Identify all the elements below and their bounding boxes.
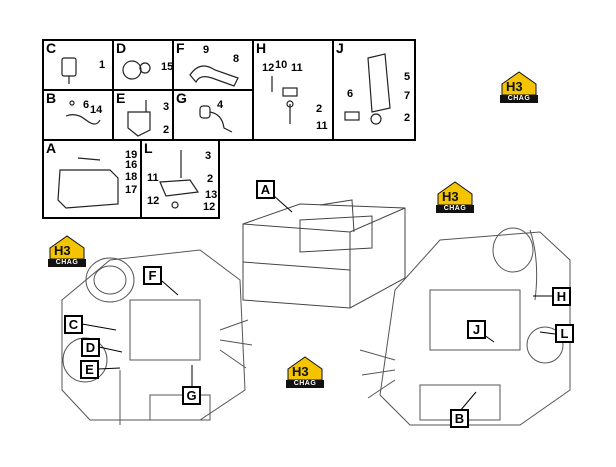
part-number: 11 [291, 62, 303, 74]
legend-cell-l: L 3 11 2 13 12 12 [141, 140, 219, 218]
callout-e: E [80, 360, 99, 379]
callout-j: J [467, 320, 486, 339]
legend-cell-c: C 1 [43, 40, 113, 90]
part-number: 6 [83, 99, 90, 111]
part-number: 15 [161, 61, 174, 73]
part-number: 2 [207, 173, 214, 185]
part-number: 2 [163, 124, 170, 136]
watermark-logo: H3 CHAG [48, 234, 86, 268]
part-number: 8 [233, 53, 240, 65]
part-number: 9 [203, 44, 210, 56]
part-number: 4 [217, 99, 224, 111]
logo-brand: CHAG [48, 259, 86, 267]
callout-a: A [256, 180, 275, 199]
part-number: 19 [125, 149, 138, 161]
cell-letter: C [46, 40, 57, 56]
part-number: 1 [99, 59, 106, 71]
cell-letter: D [116, 40, 127, 56]
cell-letter: F [176, 40, 185, 56]
logo-brand: CHAG [286, 380, 324, 388]
cell-letter: E [116, 90, 126, 106]
part-number: 3 [163, 101, 170, 113]
cell-letter: G [176, 90, 187, 106]
part-number: 12 [147, 195, 160, 207]
callout-b: B [450, 409, 469, 428]
legend-cell-g: G 4 [173, 90, 253, 140]
part-number: 16 [125, 159, 138, 171]
logo-house-icon [437, 181, 473, 206]
legend-cell-b: B 6 14 [43, 90, 113, 140]
legend-cell-h: H 12 10 11 2 11 [253, 40, 333, 140]
part-number: 14 [90, 104, 103, 116]
part-number: 3 [205, 150, 212, 162]
legend-cell-f: F 9 8 [173, 40, 253, 90]
part-number: 13 [205, 189, 218, 201]
cell-letter: L [144, 140, 153, 156]
watermark-logo: H3 CHAG [500, 70, 538, 104]
callout-g: G [182, 386, 201, 405]
callout-c: C [64, 315, 83, 334]
legend-cell-e: E 3 2 [113, 90, 173, 140]
logo-mark: H3 [54, 243, 71, 258]
logo-mark: H3 [442, 189, 459, 204]
logo-brand: CHAG [436, 205, 474, 213]
part-number: 11 [316, 120, 328, 132]
part-number: 12 [203, 201, 216, 213]
part-number: 5 [404, 71, 411, 83]
part-number: 11 [147, 172, 159, 184]
part-number: 18 [125, 171, 138, 183]
cell-letter: A [46, 140, 57, 156]
callout-d: D [81, 338, 100, 357]
part-number: 17 [125, 184, 138, 196]
cell-letter: J [336, 40, 344, 56]
legend-cell-a: A 19 16 18 17 [43, 140, 141, 218]
callout-l: L [555, 324, 574, 343]
watermark-logo: H3 CHAG [286, 355, 324, 389]
watermark-logo: H3 CHAG [436, 180, 474, 214]
part-number: 6 [347, 88, 354, 100]
cell-letter: H [256, 40, 267, 56]
callout-h: H [552, 287, 571, 306]
logo-house-icon [287, 356, 323, 381]
callout-f: F [143, 266, 162, 285]
logo-house-icon [49, 235, 85, 260]
part-number: 7 [404, 90, 411, 102]
logo-mark: H3 [506, 79, 523, 94]
legend-cell-j: J 5 7 6 2 [333, 40, 415, 140]
part-number: 2 [316, 103, 323, 115]
cell-letter: B [46, 90, 57, 106]
logo-mark: H3 [292, 364, 309, 379]
part-number: 2 [404, 112, 411, 124]
legend-cell-d: D 15 [113, 40, 173, 90]
part-number: 10 [275, 59, 288, 71]
logo-brand: CHAG [500, 95, 538, 103]
part-number: 12 [262, 62, 275, 74]
logo-house-icon [501, 71, 537, 96]
